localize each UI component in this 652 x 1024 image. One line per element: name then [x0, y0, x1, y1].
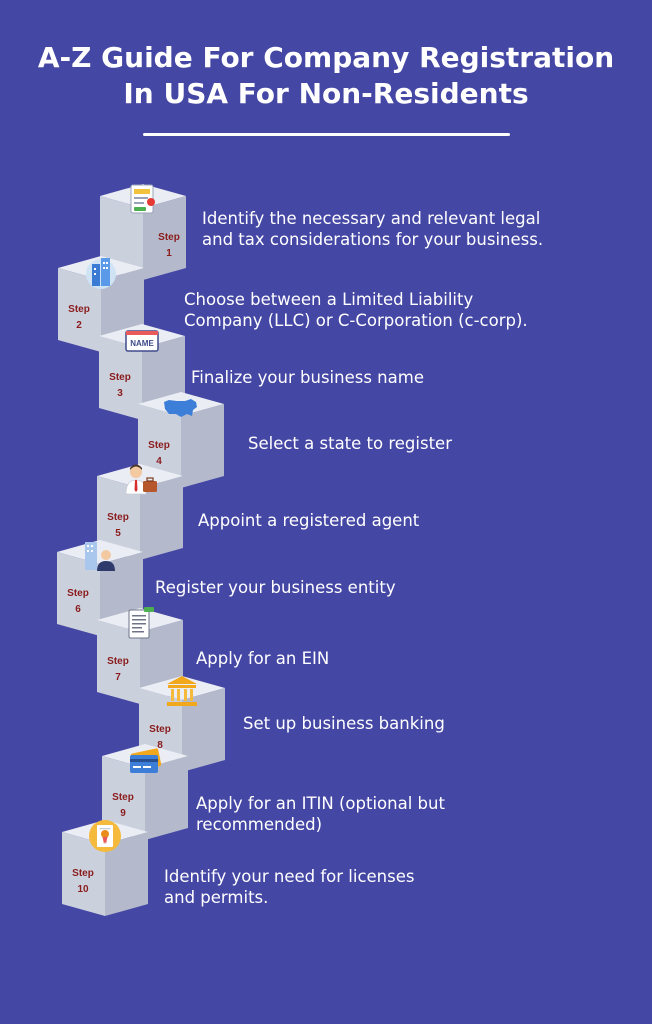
step-label: Step [158, 232, 180, 243]
step-number: 10 [77, 884, 89, 895]
step-number: 2 [76, 320, 82, 331]
license-certificate-icon [89, 820, 121, 852]
bank-icon [167, 676, 197, 706]
step-label: Step [112, 792, 134, 803]
step-cube-5: Step 5 [97, 464, 183, 560]
step-8-text: Set up business banking [243, 714, 445, 733]
office-buildings-icon [86, 258, 116, 289]
step-7-text: Apply for an EIN [196, 649, 330, 668]
title-line-1: A-Z Guide For Company Registration [37, 41, 615, 74]
step-label: Step [107, 656, 129, 667]
step-4-text: Select a state to register [248, 434, 452, 453]
cube-shape [100, 184, 186, 280]
step-label: Step [149, 724, 171, 735]
businessman-building-icon [85, 542, 115, 571]
step-cube-4: Step 4 [138, 392, 224, 488]
name-tag-icon: NAME [125, 330, 159, 352]
step-label: Step [68, 304, 90, 315]
svg-text:NAME: NAME [130, 339, 154, 348]
step-number: 9 [120, 808, 126, 819]
usa-map-icon [164, 399, 197, 417]
step-number: 4 [156, 456, 162, 467]
ein-document-icon [128, 607, 154, 639]
credit-card-icon [130, 748, 162, 773]
step-label: Step [67, 588, 89, 599]
agent-briefcase-icon [125, 464, 157, 495]
step-cube-10: Step 10 [62, 820, 148, 916]
step-number: 7 [115, 672, 121, 683]
step-label: Step [148, 440, 170, 451]
tax-document-icon [130, 184, 155, 214]
step-number: 5 [115, 528, 121, 539]
step-9-text: Apply for an ITIN (optional but recommen… [196, 794, 445, 834]
step-6-text: Register your business entity [155, 578, 396, 597]
step-label: Step [72, 868, 94, 879]
cube-shape [102, 744, 188, 840]
step-number: 8 [157, 740, 163, 751]
step-number: 6 [75, 604, 81, 615]
step-3-text: Finalize your business name [191, 368, 424, 387]
title-line-2: In USA For Non-Residents [123, 77, 529, 110]
step-label: Step [107, 512, 129, 523]
step-cube-9: Step 9 [102, 744, 188, 840]
step-label: Step [109, 372, 131, 383]
step-2-text: Choose between a Limited Liability Compa… [184, 290, 528, 330]
title-underline [143, 133, 510, 136]
step-cube-2: Step 2 [58, 256, 144, 352]
cube-shape [97, 464, 183, 560]
step-number: 1 [166, 248, 172, 259]
step-cube-3: NAME Step 3 [99, 324, 185, 420]
step-cube-1: Step 1 [100, 184, 186, 280]
step-5-text: Appoint a registered agent [198, 511, 420, 530]
page-title: A-Z Guide For Company Registration In US… [0, 40, 652, 112]
step-1-text: Identify the necessary and relevant lega… [202, 209, 544, 249]
step-number: 3 [117, 388, 123, 399]
step-10-text: Identify your need for licenses and perm… [164, 867, 415, 907]
